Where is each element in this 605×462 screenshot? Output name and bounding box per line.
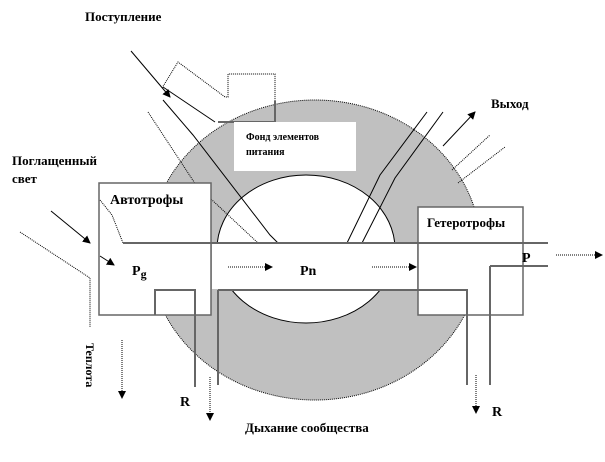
input-arrow bbox=[130, 50, 171, 98]
output-line bbox=[457, 146, 506, 184]
input-line bbox=[162, 86, 216, 123]
r-left-label: R bbox=[180, 395, 191, 410]
input-label: Поступление bbox=[85, 9, 162, 24]
channel-line bbox=[361, 111, 444, 244]
community-respiration-label: Дыхание сообщества bbox=[245, 420, 369, 435]
heterotrophs-label: Гетеротрофы bbox=[427, 215, 505, 230]
p-label: P bbox=[522, 251, 531, 266]
input-pipe bbox=[161, 61, 276, 101]
autotrophs-label: Автотрофы bbox=[110, 193, 183, 208]
nutrient-pool-box bbox=[234, 122, 356, 171]
output-arrow bbox=[442, 111, 476, 147]
heterotrophs-box bbox=[417, 206, 524, 316]
channel-line bbox=[162, 99, 279, 244]
heat-label: Теплота bbox=[83, 343, 97, 387]
output-line bbox=[451, 134, 491, 171]
nutrient-pool-label-2: питания bbox=[246, 147, 285, 158]
channel-line bbox=[346, 111, 428, 244]
light-arrow bbox=[99, 255, 115, 266]
output-label: Выход bbox=[491, 96, 529, 111]
absorbed-light-label-1: Поглащенный bbox=[12, 153, 98, 168]
nutrient-pool-label-1: Фонд элементов bbox=[246, 132, 320, 143]
absorbed-light-label-2: свет bbox=[12, 171, 38, 186]
autotroph-respiration-pipe bbox=[154, 289, 196, 387]
pg-label: Pg bbox=[132, 264, 147, 281]
channel-line bbox=[99, 199, 124, 244]
heat-pipe bbox=[19, 231, 91, 327]
pn-label: Pn bbox=[300, 264, 317, 279]
light-arrow bbox=[50, 210, 91, 244]
r-right-label: R bbox=[492, 405, 503, 420]
heterotroph-respiration-pipe bbox=[418, 289, 468, 385]
